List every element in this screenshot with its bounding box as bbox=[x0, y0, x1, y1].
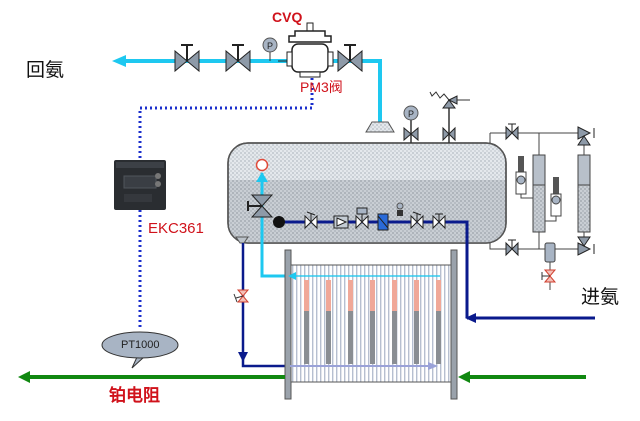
pressure-gauge-icon: P bbox=[262, 37, 278, 61]
signal-line bbox=[138, 78, 314, 330]
vessel-nozzle bbox=[365, 121, 395, 133]
ekc361-label: EKC361 bbox=[148, 220, 204, 237]
tube-cold-section bbox=[370, 311, 375, 364]
tube-hot-section bbox=[348, 280, 353, 311]
level-column-2-top bbox=[577, 154, 591, 186]
return-vapor-line bbox=[112, 55, 382, 132]
inline-valve-icon[interactable] bbox=[304, 211, 318, 230]
pt1000-label: PT1000 bbox=[121, 339, 160, 351]
inline-valve-icon[interactable] bbox=[432, 213, 446, 230]
separator-vessel[interactable] bbox=[227, 121, 507, 244]
safety-valve-icon[interactable] bbox=[429, 91, 470, 143]
stop-valve-icon[interactable] bbox=[225, 44, 251, 73]
level-valve-icon[interactable] bbox=[505, 123, 519, 257]
tube-cold-section bbox=[414, 311, 419, 364]
tube-cold-section bbox=[392, 311, 397, 364]
inline-gauge-icon bbox=[396, 202, 404, 216]
return-arrow-icon bbox=[112, 55, 126, 67]
liquid-down-leg bbox=[238, 243, 287, 368]
inline-valve-icon[interactable] bbox=[410, 211, 424, 230]
tube-hot-section bbox=[326, 280, 331, 311]
level-switch-icon bbox=[515, 156, 562, 222]
heat-exchanger-tubes bbox=[304, 280, 441, 364]
svg-text:P: P bbox=[408, 109, 414, 119]
tube-cold-section bbox=[326, 311, 331, 364]
drain-valve-icon[interactable] bbox=[541, 269, 557, 283]
check-valve-icon bbox=[577, 126, 595, 256]
chilled-water-line bbox=[18, 371, 586, 383]
tube-cold-section bbox=[304, 311, 309, 364]
solenoid-valve-icon[interactable] bbox=[355, 207, 369, 230]
level-column-1-top bbox=[532, 154, 546, 186]
water-outlet-arrow-icon bbox=[18, 371, 30, 383]
stop-valve-icon[interactable] bbox=[174, 44, 200, 73]
stop-valve-icon[interactable] bbox=[337, 44, 363, 73]
water-inlet-arrow-icon bbox=[458, 371, 470, 383]
oil-pot bbox=[544, 242, 556, 263]
inlet-arrow-icon bbox=[465, 313, 476, 323]
inlet-ammonia-label: 进氨 bbox=[581, 286, 620, 308]
pm3-valve-icon[interactable] bbox=[278, 22, 334, 78]
platinum-resistor-label: 铂电阻 bbox=[109, 386, 160, 406]
svg-text:P: P bbox=[267, 41, 273, 51]
liquid-inlet-node bbox=[273, 216, 285, 228]
return-ammonia-label: 回氨 bbox=[26, 59, 65, 81]
tube-hot-section bbox=[392, 280, 397, 311]
pm3-valve-label: PM3阀 bbox=[300, 79, 343, 95]
vessel-pressure-gauge-icon: P bbox=[403, 105, 419, 143]
cvq-label: CVQ bbox=[272, 9, 303, 25]
filter-icon bbox=[333, 215, 349, 229]
tube-cold-section bbox=[348, 311, 353, 364]
sight-glass-icon bbox=[377, 213, 389, 231]
tube-hot-section bbox=[436, 280, 441, 311]
tube-hot-section bbox=[370, 280, 375, 311]
drain-valve-icon[interactable] bbox=[233, 289, 250, 303]
tube-hot-section bbox=[414, 280, 419, 311]
pt1000-sensor-callout bbox=[101, 331, 179, 369]
ekc361-controller-icon[interactable] bbox=[114, 160, 166, 210]
tube-hot-section bbox=[304, 280, 309, 311]
vessel-outlet-valve-icon[interactable] bbox=[247, 194, 274, 218]
tube-cold-section bbox=[436, 311, 441, 364]
